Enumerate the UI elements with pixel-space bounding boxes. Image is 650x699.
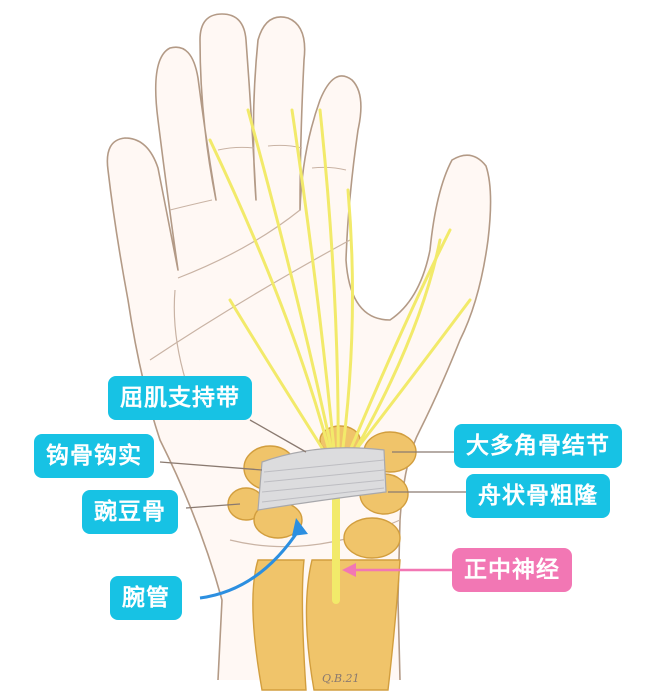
median-nerve-arrowhead bbox=[342, 563, 356, 577]
label-trapezium-tubercle: 大多角骨结节 bbox=[454, 424, 622, 468]
ulna-bone bbox=[252, 559, 307, 691]
artist-signature: Q.B.21 bbox=[322, 672, 360, 685]
finger-crease bbox=[217, 146, 255, 151]
radius-bone bbox=[305, 559, 401, 691]
retinaculum-fibers bbox=[261, 459, 385, 503]
finger-crease bbox=[169, 199, 213, 211]
label-pisiform: 豌豆骨 bbox=[82, 490, 178, 534]
carpal-tunnel-arrowhead bbox=[292, 518, 308, 536]
lunate-bone bbox=[343, 517, 401, 559]
palm-crease bbox=[149, 239, 351, 361]
leader-lines bbox=[159, 419, 468, 509]
carpal-tunnel-arrow bbox=[199, 527, 302, 600]
label-scaphoid-tuberosity: 舟状骨粗隆 bbox=[466, 474, 610, 518]
hand-outline bbox=[106, 13, 492, 681]
finger-crease bbox=[267, 144, 303, 149]
label-median-nerve: 正中神经 bbox=[452, 548, 572, 592]
label-flexor-retinaculum: 屈肌支持带 bbox=[108, 376, 252, 420]
palm-crease bbox=[177, 209, 301, 279]
label-hook-of-hamate: 钩骨钩实 bbox=[34, 434, 154, 478]
finger-crease bbox=[311, 166, 347, 171]
label-carpal-tunnel: 腕管 bbox=[110, 576, 182, 620]
median-nerve-branches bbox=[208, 108, 472, 602]
